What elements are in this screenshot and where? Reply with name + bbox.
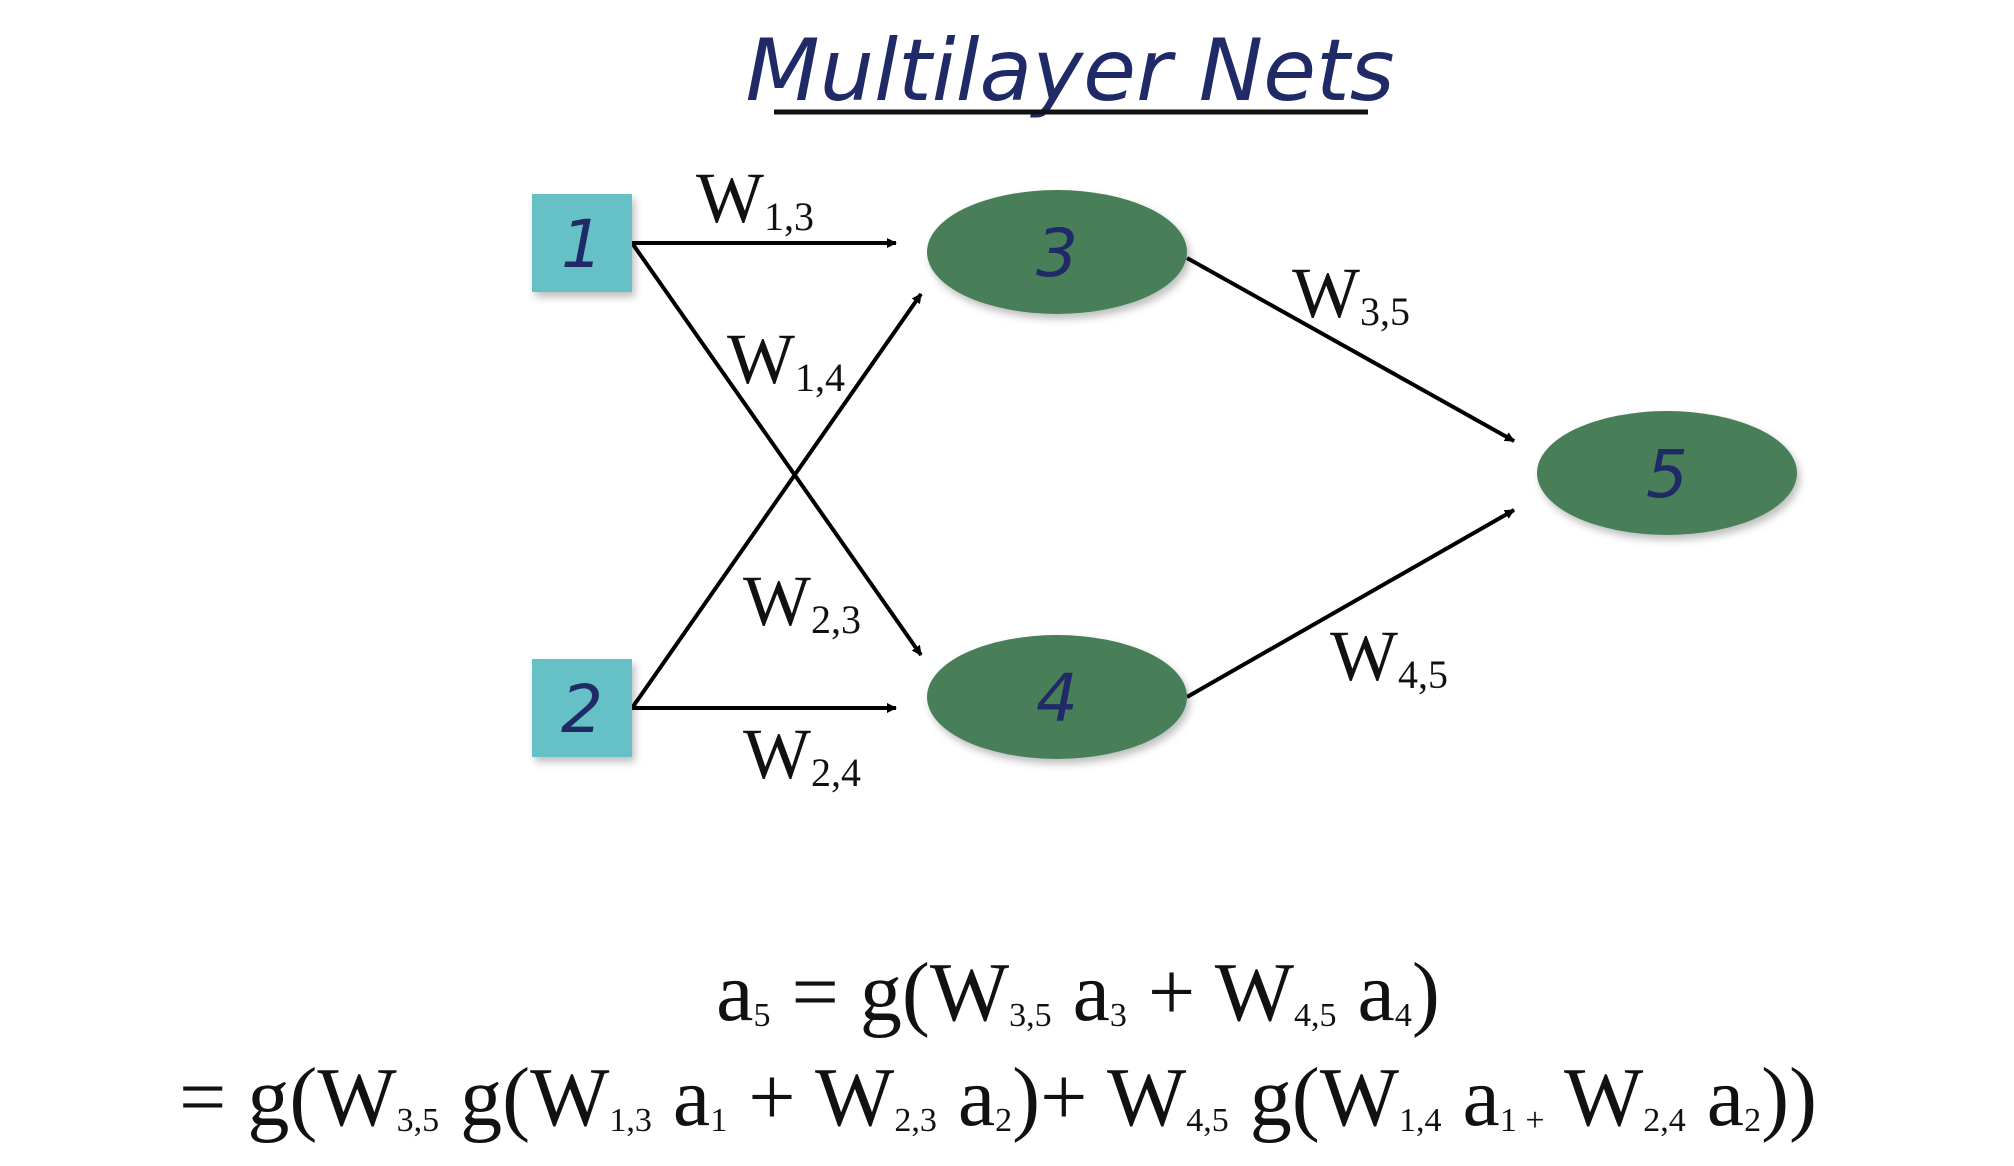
equation-2-part: a (937, 1051, 995, 1144)
equation-2-part: )) (1761, 1051, 1817, 1144)
equation-1-part: 5 (753, 997, 770, 1034)
equation-2-part: )+ W (1012, 1051, 1187, 1144)
equation-2-part: + W (727, 1051, 895, 1144)
node-label: 4 (1036, 660, 1078, 737)
equation-1-part: 3 (1110, 997, 1127, 1034)
edge-4-5 (1186, 508, 1515, 699)
node-2: 2 (532, 659, 632, 757)
edge-3-5 (1186, 256, 1515, 443)
equation-1-part: + W (1127, 946, 1295, 1039)
node-4: 4 (927, 635, 1187, 759)
equation-2-part: 2 (995, 1102, 1012, 1139)
equation-2-part: 1 (710, 1102, 727, 1139)
equation-2-part: a (652, 1051, 710, 1144)
equation-1-part: = g(W (770, 946, 1009, 1039)
node-5: 5 (1537, 411, 1797, 535)
equation-2-part: g(W (1229, 1051, 1400, 1144)
input-node-shape (532, 194, 632, 292)
hidden-node-shape (927, 635, 1187, 759)
equation-2-part: 1 + (1500, 1102, 1545, 1139)
equation-2-part: 2,3 (894, 1102, 937, 1139)
equation-2-part: W (1545, 1051, 1644, 1144)
equation-1-part: 3,5 (1009, 997, 1052, 1034)
equation-2-part: a (1442, 1051, 1500, 1144)
weight-label-4-5: W4,5 (1330, 616, 1448, 697)
equation-1-part: 4 (1395, 997, 1412, 1034)
node-3: 3 (927, 190, 1187, 314)
page-title: Multilayer Nets (745, 21, 1394, 121)
equation-line-1: a5 = g(W3,5 a3 + W4,5 a4) (716, 946, 1440, 1039)
equation-2-part: 2 (1744, 1102, 1761, 1139)
equation-1-part: 4,5 (1294, 997, 1337, 1034)
edges-layer (630, 238, 1515, 713)
equation-2-part: 1,3 (609, 1102, 652, 1139)
node-label: 3 (1036, 215, 1078, 292)
weight-label-1-3: W1,3 (696, 158, 814, 239)
input-node-shape (532, 659, 632, 757)
equation-2-part: 3,5 (397, 1102, 440, 1139)
edge-1-4 (630, 241, 923, 657)
weight-label-2-3: W2,3 (743, 561, 861, 642)
weights-layer: W1,3W1,4W2,3W2,4 W3,5W4,5 (696, 158, 1448, 795)
weight-label-2-4: W2,4 (743, 714, 861, 795)
equation-line-2: = g(W3,5 g(W1,3 a1 + W2,3 a2)+ W4,5 g(W1… (179, 1051, 1817, 1144)
equation-1-part: a (1337, 946, 1395, 1039)
weight-label-3-5: W3,5 (1292, 253, 1410, 334)
edge-2-3 (630, 292, 923, 710)
nodes-layer: 1 2 3 4 5 (532, 190, 1797, 759)
equation-2-part: g(W (439, 1051, 610, 1144)
equation-1-part: a (1052, 946, 1110, 1039)
equation-2-part: 4,5 (1186, 1102, 1229, 1139)
hidden-node-shape (927, 190, 1187, 314)
equation-2-part: 1,4 (1399, 1102, 1442, 1139)
equation-2-part: = g(W (179, 1051, 397, 1144)
equation-1-part: ) (1412, 946, 1440, 1039)
node-label: 2 (561, 671, 603, 748)
equation-1-part: a (716, 946, 753, 1039)
weight-label-1-4: W1,4 (727, 319, 845, 400)
node-label: 1 (561, 206, 603, 283)
output-node-shape (1537, 411, 1797, 535)
equation-2-part: a (1686, 1051, 1744, 1144)
equation-2-part: 2,4 (1643, 1102, 1686, 1139)
node-1: 1 (532, 194, 632, 292)
node-label: 5 (1646, 436, 1688, 513)
